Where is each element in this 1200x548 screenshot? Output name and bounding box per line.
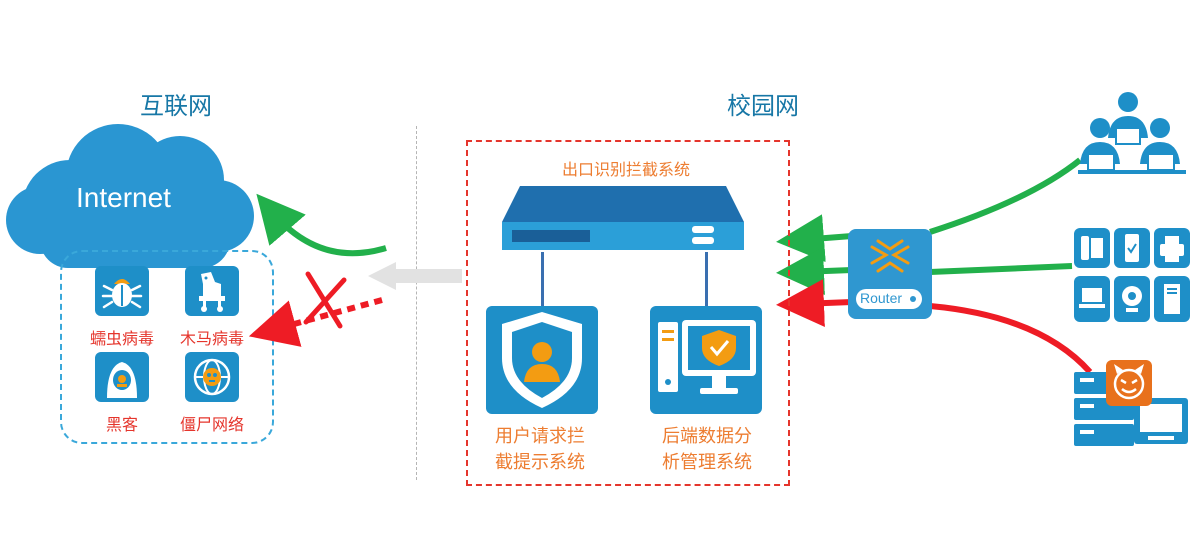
subsystem-label-user-line1: 用户请求拦 [495, 426, 585, 447]
subsystem-label-analysis-line2: 析管理系统 [662, 452, 752, 473]
router-green-arrow-2 [776, 247, 853, 296]
system-box [466, 140, 790, 486]
threat-tile-trojan [185, 266, 239, 316]
campus-title: 校园网 [727, 92, 799, 120]
pc-tower-icon [1164, 284, 1180, 314]
devil-face-icon [1113, 364, 1145, 400]
desk-phone-icon [1081, 236, 1103, 260]
printer-icon [1160, 236, 1184, 262]
subsystem-label-user-line2: 截提示系统 [495, 452, 585, 473]
router-arrows-icon [870, 239, 910, 273]
blocked-arrow [248, 297, 383, 347]
threat-label-zombie: 僵尸网络 [179, 415, 244, 434]
threat-label-worm: 蠕虫病毒 [89, 329, 154, 348]
mobile-phone-icon [1125, 234, 1139, 262]
internet-cloud-icon [6, 124, 254, 268]
subsystem-label-analysis-line1: 后端数据分 [662, 426, 752, 447]
gray-flow-head [368, 262, 396, 290]
devices-to-router-line [929, 263, 1073, 275]
router-red-arrow [776, 279, 853, 328]
camera-device-tile [1114, 276, 1150, 322]
threat-label-trojan: 木马病毒 [179, 329, 244, 348]
laptop-device-tile [1074, 276, 1110, 322]
printer-device-tile [1154, 228, 1190, 268]
blocked-cross-icon [303, 271, 347, 329]
threat-tile-worm [95, 266, 149, 316]
router-label: Router [860, 290, 903, 306]
phone-device-tile [1074, 228, 1110, 268]
cloud-label: Internet [76, 182, 171, 213]
server-appliance-icon [502, 186, 744, 250]
router-green-arrow-1 [776, 214, 853, 263]
threat-tile-hacker [95, 352, 149, 402]
router-label-pill [856, 289, 922, 309]
subsystem-tile-analysis [650, 306, 762, 414]
users-to-router-line [929, 157, 1082, 235]
laptop-icon [1079, 288, 1105, 308]
subsystem-label-user: 用户请求拦 截提示系统 [475, 424, 605, 476]
trojan-horse-icon [199, 272, 225, 312]
threat-tile-zombie [185, 352, 239, 402]
threats-box [60, 250, 274, 444]
malicious-to-router-line [929, 303, 1093, 374]
threat-label-hacker: 黑客 [105, 415, 138, 434]
hacker-icon [107, 362, 137, 398]
pc-tower-device-tile [1154, 276, 1190, 322]
malicious-devices-group [1074, 360, 1190, 452]
bug-icon [101, 279, 143, 309]
subsystem-tile-user [486, 306, 598, 414]
internet-title: 互联网 [140, 92, 212, 120]
subsystem-label-analysis: 后端数据分 析管理系统 [642, 424, 772, 476]
malicious-badge [1106, 360, 1152, 406]
users-group-icon [1078, 92, 1186, 174]
connector-left [541, 252, 544, 308]
tablet-device-tile [1114, 228, 1150, 268]
router-tile: Router [848, 229, 932, 319]
allowed-arrow-to-internet [256, 193, 387, 257]
router-led [910, 296, 916, 302]
shield-user-icon [502, 312, 582, 408]
devices-group [1074, 228, 1190, 322]
webcam-icon [1122, 286, 1142, 312]
zombie-network-icon [193, 358, 231, 396]
section-divider [416, 126, 417, 480]
computer-shield-icon [658, 320, 756, 394]
connector-right [705, 252, 708, 308]
